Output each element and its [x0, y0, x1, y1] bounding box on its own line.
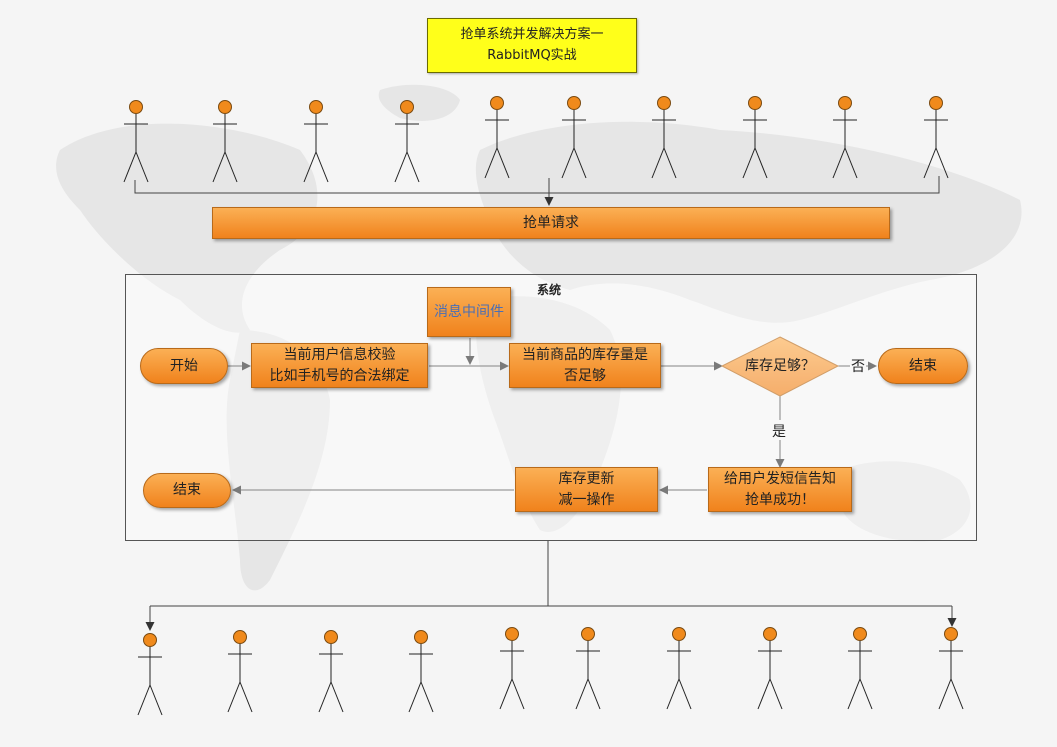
actor-icon — [394, 100, 420, 183]
actor-icon — [303, 100, 329, 183]
diagram-title-box: 抢单系统并发解决方案一 RabbitMQ实战 — [427, 18, 637, 73]
actor-icon — [561, 96, 587, 179]
actor-icon — [923, 96, 949, 179]
actor-icon — [123, 100, 149, 183]
actor-icon — [137, 633, 163, 716]
actor-icon — [499, 627, 525, 710]
top-actors — [123, 96, 949, 183]
message-middleware-node: 消息中间件 — [427, 287, 511, 337]
bottom-actors — [137, 627, 964, 716]
yes-branch-label: 是 — [772, 424, 786, 440]
actor-icon — [938, 627, 964, 710]
actor-icon — [757, 627, 783, 710]
check-stock-line2: 否足够 — [564, 367, 606, 384]
user-validate-line2: 比如手机号的合法绑定 — [269, 367, 410, 384]
actor-icon — [742, 96, 768, 179]
actor-icon — [212, 100, 238, 183]
actor-icon — [227, 630, 253, 713]
diagram-title-line2: RabbitMQ实战 — [487, 47, 577, 63]
stock-decision-label: 库存足够？ — [735, 355, 825, 377]
start-node: 开始 — [140, 348, 228, 384]
grab-request-bar: 抢单请求 — [212, 207, 890, 239]
end-node-right: 结束 — [878, 348, 968, 384]
notify-user-node: 给用户发短信告知 抢单成功！ — [708, 467, 852, 512]
message-middleware-label: 消息中间件 — [434, 303, 504, 320]
end-right-label: 结束 — [909, 357, 937, 374]
user-validate-line1: 当前用户信息校验 — [283, 347, 396, 364]
user-validate-node: 当前用户信息校验 比如手机号的合法绑定 — [251, 343, 428, 388]
actor-icon — [651, 96, 677, 179]
notify-user-line2: 抢单成功！ — [745, 491, 815, 508]
update-stock-node: 库存更新 减一操作 — [515, 467, 658, 512]
end-left-label: 结束 — [173, 482, 201, 499]
update-stock-line1: 库存更新 — [558, 471, 615, 488]
check-stock-node: 当前商品的库存量是 否足够 — [509, 343, 661, 388]
system-label: 系统 — [537, 283, 562, 297]
actor-icon — [832, 96, 858, 179]
notify-user-line1: 给用户发短信告知 — [724, 471, 836, 488]
stock-decision-text: 库存足够？ — [745, 357, 815, 374]
no-branch-label: 否 — [851, 359, 865, 375]
stock-decision-diamond — [720, 336, 840, 397]
check-stock-line1: 当前商品的库存量是 — [522, 347, 648, 364]
actor-icon — [666, 627, 692, 710]
actor-icon — [575, 627, 601, 710]
actor-icon — [318, 630, 344, 713]
actor-icon — [408, 630, 434, 713]
actor-icon — [484, 96, 510, 179]
connectors — [134, 176, 957, 631]
start-label: 开始 — [170, 357, 198, 374]
update-stock-line2: 减一操作 — [558, 491, 615, 508]
actor-icon — [847, 627, 873, 710]
diagram-title-line1: 抢单系统并发解决方案一 — [460, 26, 604, 42]
end-node-left: 结束 — [143, 473, 231, 508]
grab-request-label: 抢单请求 — [523, 214, 579, 231]
